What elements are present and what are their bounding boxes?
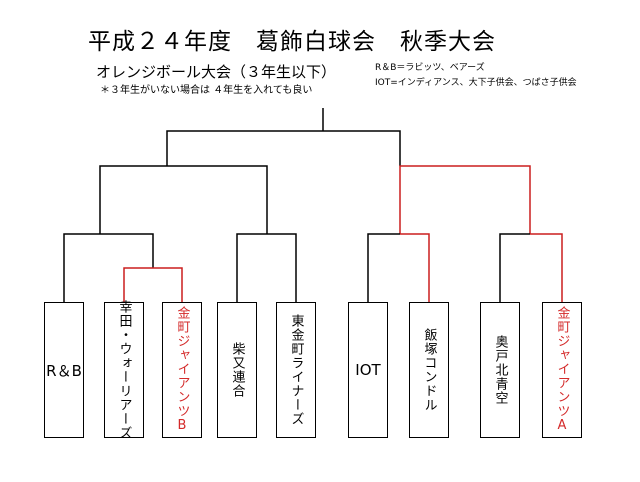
team-box: R＆B (44, 302, 84, 438)
team-name: 金町ジャイアンツA (554, 306, 570, 434)
bracket-right-semi-right-line (464, 165, 531, 234)
team-abbreviation-legend-rb: R＆B＝ラビッツ、ベアーズ (375, 63, 485, 73)
bracket-match-5-left (499, 233, 530, 302)
team-name: 幸田・ウォーリアーズ (116, 300, 132, 440)
bracket-match-3-right (267, 233, 297, 302)
eligibility-note: ＊３年生がいない場合は ４年生を入れても良い (100, 85, 313, 96)
bracket-match-4-right (400, 233, 430, 302)
bracket-final-left (166, 130, 323, 166)
bracket-left-semi-right (167, 165, 268, 234)
bracket-match-5-right (530, 233, 563, 302)
bracket-match-1-left (63, 233, 100, 302)
team-box: 東金町ライナーズ (276, 302, 316, 438)
team-name: 飯塚コンドル (421, 328, 437, 412)
team-name: 柴又連合 (229, 342, 245, 398)
team-name: 奥戸北青空 (492, 335, 508, 405)
bracket-match-2-right (153, 267, 183, 302)
team-box: 飯塚コンドル (409, 302, 449, 438)
team-box: IOT (348, 302, 388, 438)
team-abbreviation-legend-iot: IOT=インディアンス、大下子供会、つばさ子供会 (375, 78, 577, 88)
team-box: 奥戸北青空 (480, 302, 520, 438)
bracket-match-3-left (236, 233, 267, 302)
bracket-final-right (323, 130, 401, 166)
team-name: 金町ジャイアンツB (174, 306, 190, 434)
bracket-match-2-left (123, 267, 153, 302)
team-box: 金町ジャイアンツA (542, 302, 582, 438)
bracket-match-4-left (367, 233, 400, 302)
page-title: 平成２４年度 葛飾白球会 秋季大会 (88, 29, 496, 55)
bracket-match-1-right (100, 233, 154, 268)
team-box: 柴又連合 (217, 302, 257, 438)
bracket-right-semi-left-line (399, 165, 464, 234)
bracket-left-semi-left (99, 165, 167, 234)
team-box: 金町ジャイアンツB (162, 302, 202, 438)
team-name: R＆B (46, 361, 82, 380)
division-subtitle: オレンジボール大会（３年生以下） (96, 63, 337, 81)
team-box: 幸田・ウォーリアーズ (104, 300, 144, 440)
team-name: IOT (355, 361, 381, 379)
team-name: 東金町ライナーズ (288, 314, 304, 426)
